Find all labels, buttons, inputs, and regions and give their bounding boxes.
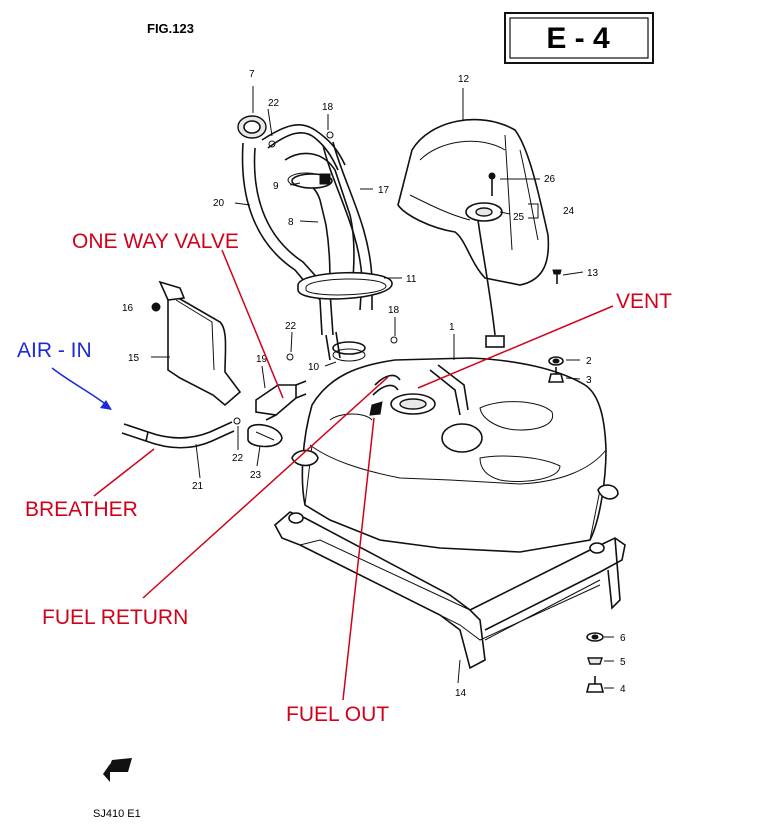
model-code: SJ410 E1 [93,808,141,820]
part-label: 11 [406,274,417,285]
part-label: 26 [544,174,556,185]
fuel-return-label: FUEL RETURN [42,606,188,629]
part-label: 10 [308,362,320,373]
vent-label: VENT [616,290,672,313]
part-numbers: 1 2 3 4 5 6 7 8 9 10 11 12 13 14 15 16 1… [122,69,626,699]
air-in-arrow [51,367,112,410]
part-label: 2 [586,356,592,367]
filler-hose-clamp [291,173,333,189]
part-label: 21 [192,481,204,492]
part-label: 23 [250,470,262,481]
part-label: 20 [213,198,225,209]
one-way-valve-label: ONE WAY VALVE [72,230,239,253]
air-in-label: AIR - IN [17,339,92,362]
part-label: 13 [587,268,599,279]
part-label: 18 [322,102,334,113]
part-label: 1 [449,322,455,333]
fuel-out-label: FUEL OUT [286,703,389,726]
neck-grommet [297,271,393,300]
part-label: 17 [378,185,390,196]
part-label: 7 [249,69,255,80]
section-code-box: E - 4 [504,12,654,64]
part-label: 22 [232,453,244,464]
section-code: E - 4 [546,22,610,55]
part-label: 4 [620,684,626,695]
breather-hose [121,421,235,449]
part-label: 5 [620,657,626,668]
heat-shield [397,88,550,286]
one-way-valve [255,380,307,421]
part-label: 6 [620,633,626,644]
vent-hose-left [241,142,334,336]
canister-bracket [151,280,242,407]
lower-hose-clamp [325,331,366,362]
part-label: 19 [256,354,268,365]
part-label: 3 [586,375,592,386]
hardware-fasteners [547,269,605,693]
filler-cap [237,86,267,139]
tank-frame [273,511,626,670]
part-label: 15 [128,353,140,364]
part-label: 8 [288,217,294,228]
part-label: 9 [273,181,279,192]
breather-hose-upper [261,124,346,171]
part-label: 22 [268,98,280,109]
annotation-pointers [93,249,614,701]
part-label: 14 [455,688,467,699]
leader-lines [151,108,614,689]
part-label: 18 [388,305,400,316]
part-label: 16 [122,303,134,314]
breather-label: BREATHER [25,498,138,521]
part-label: 12 [458,74,470,85]
front-direction-icon [103,758,132,782]
part-label: 24 [563,206,575,217]
valve-holder [247,423,283,448]
small-clips [233,131,398,425]
part-label: 25 [513,212,525,223]
fuel-tank [291,357,619,553]
figure-title: FIG.123 [147,21,194,36]
part-label: 22 [285,321,297,332]
